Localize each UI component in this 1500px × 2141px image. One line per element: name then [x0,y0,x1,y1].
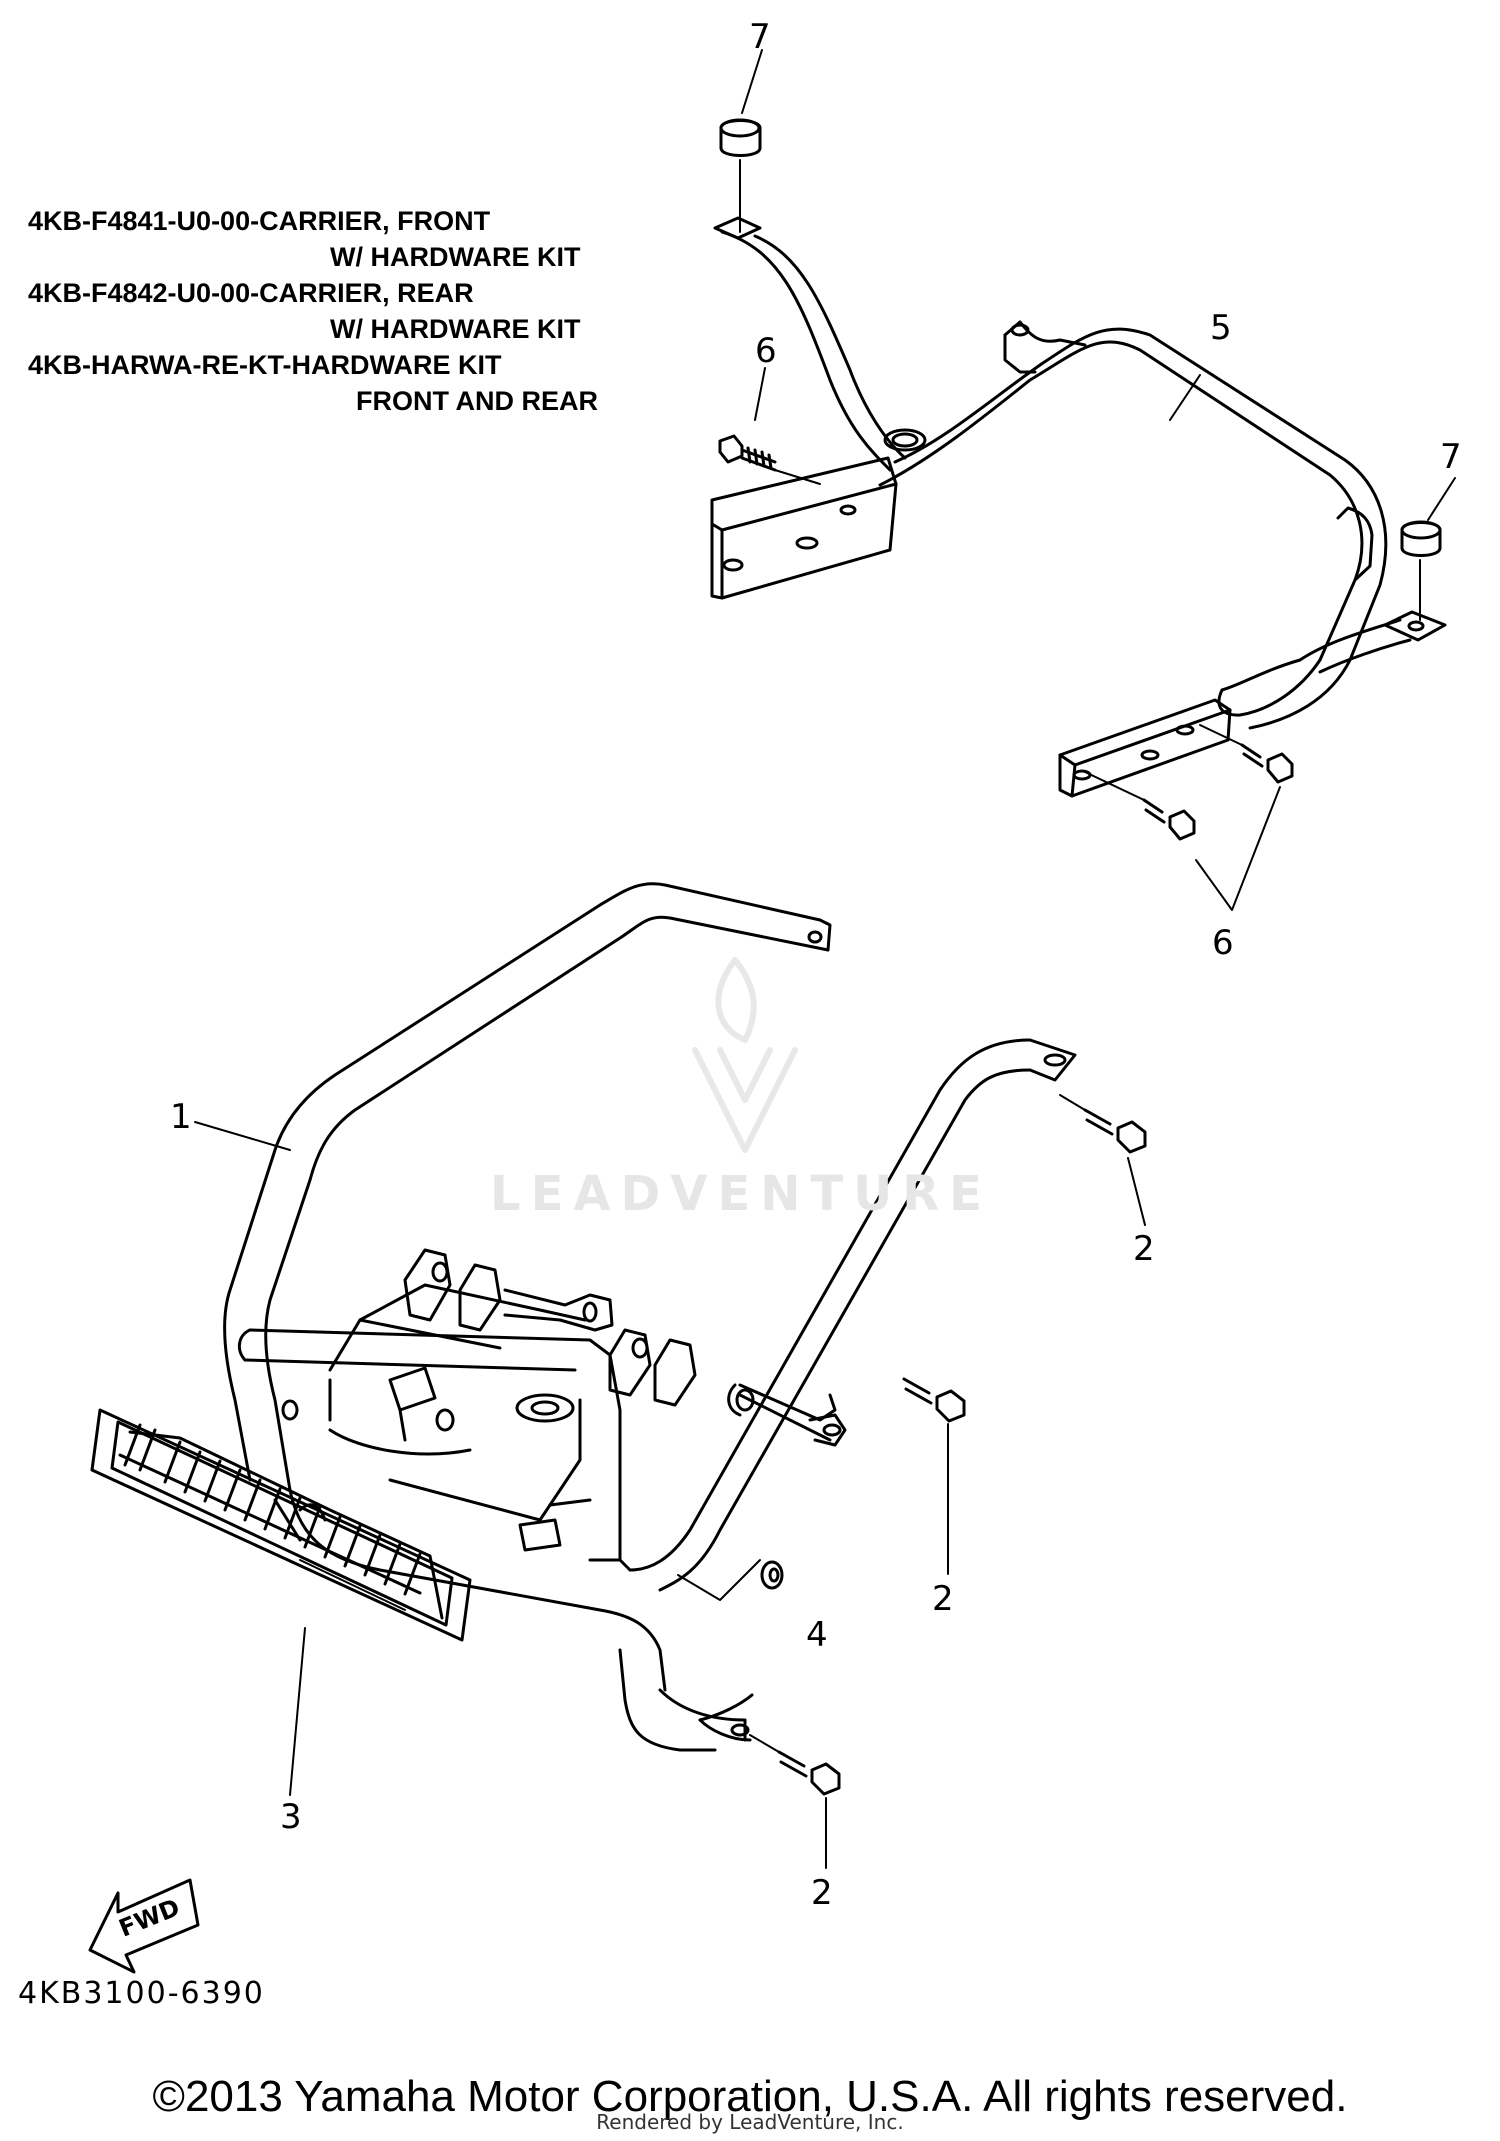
kit-note-hardware-line2: FRONT AND REAR [356,386,598,416]
cap-part-7-right [1400,520,1442,621]
callout-7-top: 7 [749,17,771,57]
render-credit: Rendered by LeadVenture, Inc. [596,2110,904,2134]
bolt-part-6-left [718,434,821,485]
rear-carrier-part-5 [710,216,1447,798]
callout-2-bottom: 2 [811,1873,833,1913]
watermark-logo [692,957,798,1153]
bolt-part-2-top [1059,1094,1147,1226]
washer-part-4 [677,1559,784,1601]
kit-note-front-line1: 4KB-F4841-U0-00-CARRIER, FRONT [28,206,491,236]
watermark-text: LEADVENTURE [490,1166,992,1222]
callout-6-bottom: 6 [1212,923,1234,963]
callout-7-right: 7 [1440,437,1462,477]
bolt-part-6-right-b [1084,771,1196,841]
bolt-part-2-bottom [749,1734,841,1869]
callout-5: 5 [1210,308,1232,348]
grille-part-3 [90,1408,472,1642]
kit-note-hardware-line1: 4KB-HARWA-RE-KT-HARDWARE KIT [28,350,502,380]
callout-2-mid: 2 [932,1579,954,1619]
callout-2-top: 2 [1133,1229,1155,1269]
front-carrier-part-1 [223,882,1077,1752]
kit-note-front-line2: W/ HARDWARE KIT [330,242,581,272]
fwd-arrow-icon [88,1878,200,1974]
callout-1: 1 [170,1097,192,1137]
bolt-part-2-mid [902,1377,966,1575]
copyright-notice: ©2013 Yamaha Motor Corporation, U.S.A. A… [152,2072,1348,2121]
cap-part-7-left [719,118,762,233]
kit-note-rear-line1: 4KB-F4842-U0-00-CARRIER, REAR [28,278,474,308]
callout-4: 4 [806,1615,828,1655]
callout-3: 3 [280,1797,302,1837]
drawing-code: 4KB3100-6390 [18,1976,265,2011]
kit-note-rear-line2: W/ HARDWARE KIT [330,314,581,344]
bolt-part-6-right-a [1199,724,1294,784]
callout-6-top: 6 [755,331,777,371]
